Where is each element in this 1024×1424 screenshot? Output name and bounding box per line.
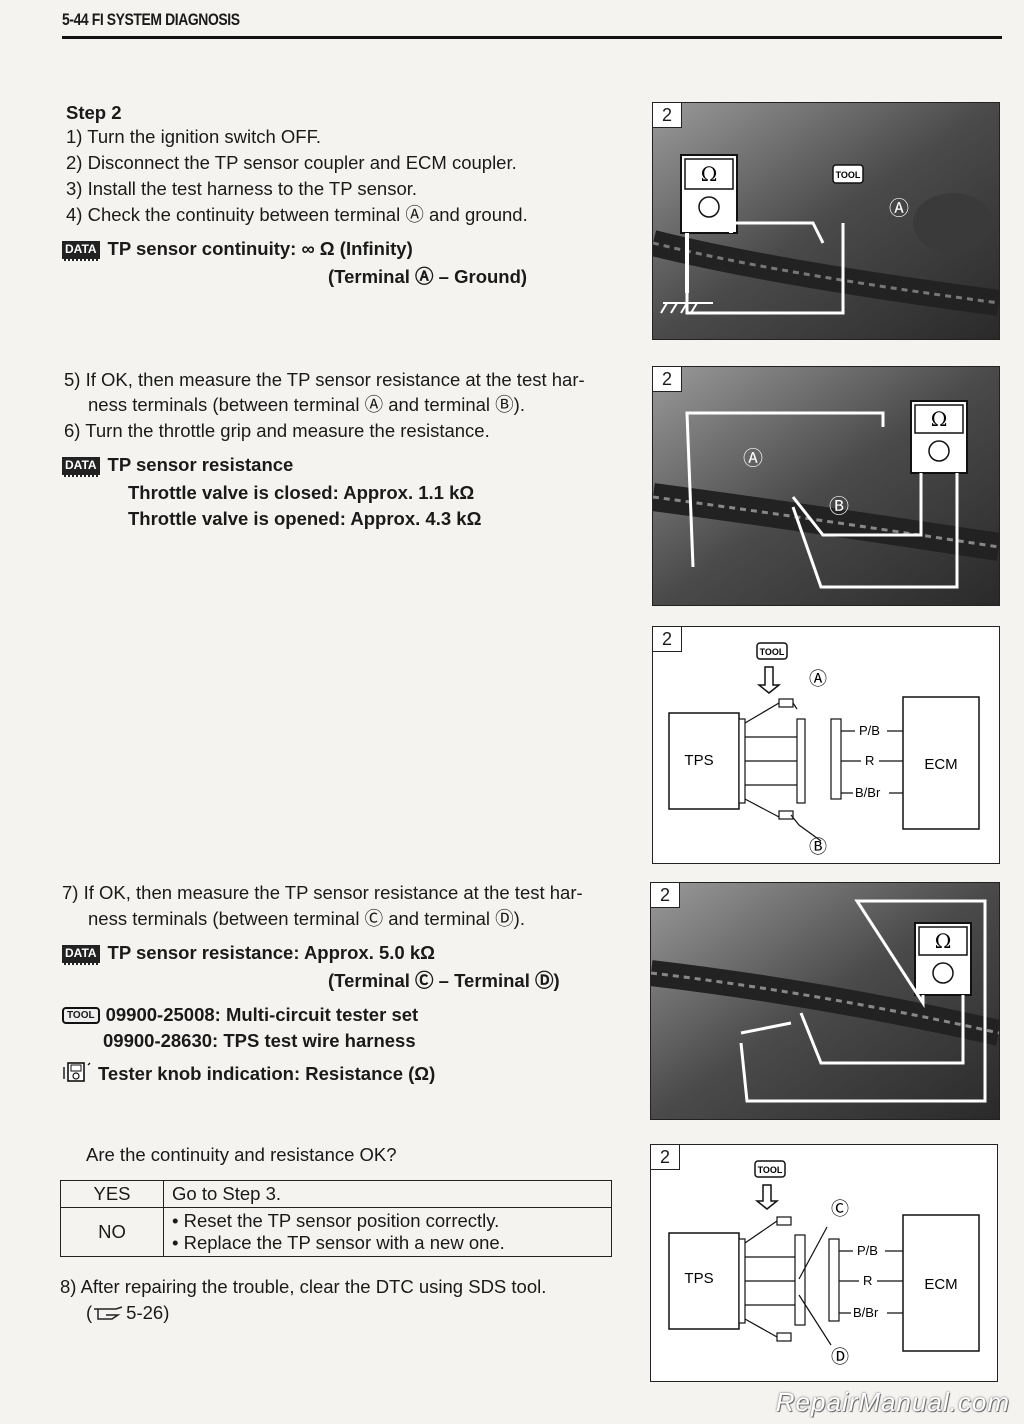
ohm-symbol: Ω: [931, 407, 948, 431]
terminal-b-label: Ⓑ: [809, 837, 827, 857]
figure-number: 2: [653, 627, 682, 652]
knob-line: Tester knob indication: Resistance (Ω): [62, 1061, 435, 1087]
step-item-2: 2) Disconnect the TP sensor coupler and …: [66, 152, 517, 173]
reference-hand-icon: [94, 1306, 123, 1320]
data-badge: DATA: [62, 241, 100, 261]
tool2: 09900-28630: TPS test wire harness: [103, 1030, 416, 1051]
page-title: 5-44 FI SYSTEM DIAGNOSIS: [62, 10, 240, 29]
continuity-spec-line: DATA TP sensor continuity: ∞ Ω (Infinity): [62, 236, 413, 262]
photo-2-illustration: Ω Ⓐ Ⓑ: [653, 367, 999, 605]
photo-3-illustration: Ω: [651, 883, 999, 1119]
data-badge: DATA: [62, 945, 100, 965]
figure-photo-1: 2 Ω TOOL Ⓐ: [652, 102, 1000, 340]
yes-value: Go to Step 3.: [163, 1180, 612, 1208]
wire-bbr: B/Br: [853, 1305, 879, 1320]
step-title: Step 2: [66, 102, 122, 123]
photo-1-illustration: Ω TOOL Ⓐ: [653, 103, 999, 339]
tool-icon: TOOL: [62, 1007, 100, 1024]
wire-r: R: [865, 753, 874, 768]
tool1: 09900-25008: Multi-circuit tester set: [105, 1004, 419, 1025]
figure-photo-3: 2 Ω: [650, 882, 1000, 1120]
step-item-8: 8) After repairing the trouble, clear th…: [60, 1276, 547, 1297]
terminal-d-label: Ⓓ: [831, 1347, 849, 1367]
tool1-line: TOOL 09900-25008: Multi-circuit tester se…: [62, 1002, 418, 1028]
step-item-5: 5) If OK, then measure the TP sensor res…: [64, 369, 585, 390]
page-header: 5-44 FI SYSTEM DIAGNOSIS: [62, 8, 1002, 40]
wire-bbr: B/Br: [855, 785, 881, 800]
watermark: RepairManual.com: [775, 1387, 1010, 1417]
tps-label: TPS: [684, 752, 713, 769]
figure-photo-2: 2 Ω Ⓐ Ⓑ: [652, 366, 1000, 606]
resistance-title-line: DATA TP sensor resistance: [62, 452, 293, 478]
terminal-a-label: Ⓐ: [889, 197, 909, 220]
step-item-5-cont: ness terminals (between terminal Ⓐ and t…: [88, 394, 525, 415]
terminal-b-label: Ⓑ: [829, 495, 849, 518]
question: Are the continuity and resistance OK?: [86, 1144, 397, 1165]
ecm-label: ECM: [924, 756, 957, 773]
resistance-opened: Throttle valve is opened: Approx. 4.3 kΩ: [128, 508, 482, 529]
result-table: YES Go to Step 3. NO • Reset the TP sens…: [60, 1180, 612, 1257]
wire-pb: P/B: [859, 723, 880, 738]
resistance2-terms: (Terminal Ⓒ – Terminal Ⓓ): [328, 970, 560, 991]
figure-number: 2: [651, 1145, 680, 1170]
ohm-symbol: Ω: [701, 162, 718, 186]
figure-number: 2: [651, 883, 680, 908]
wire-r: R: [863, 1273, 872, 1288]
continuity-spec: TP sensor continuity: ∞ Ω (Infinity): [107, 238, 413, 259]
resistance2-line: DATA TP sensor resistance: Approx. 5.0 kΩ: [62, 940, 435, 966]
no-value-2: • Replace the TP sensor with a new one.: [172, 1232, 505, 1253]
step-item-8-ref-line: (5-26): [86, 1302, 170, 1323]
figure-diagram-2: 2 TOOL Ⓒ TPS Ⓓ P/B R B/Br ECM: [650, 1144, 998, 1382]
tool-label: TOOL: [760, 647, 785, 657]
ecm-label: ECM: [924, 1276, 957, 1293]
no-value-1: • Reset the TP sensor position correctly…: [172, 1210, 500, 1231]
terminal-a-label: Ⓐ: [809, 669, 827, 689]
knob-text: Tester knob indication: Resistance (Ω): [98, 1063, 436, 1084]
resistance2-spec: TP sensor resistance: Approx. 5.0 kΩ: [107, 942, 435, 963]
step-item-1: 1) Turn the ignition switch OFF.: [66, 126, 321, 147]
wiring-diagram-ab: TOOL Ⓐ TPS Ⓑ P/B R B/Br ECM: [668, 642, 980, 857]
step-item-3: 3) Install the test harness to the TP se…: [66, 178, 418, 199]
data-badge: DATA: [62, 457, 100, 477]
table-row: NO • Reset the TP sensor position correc…: [60, 1207, 612, 1257]
no-key: NO: [60, 1207, 164, 1257]
tool-label: TOOL: [758, 1165, 783, 1175]
wire-pb: P/B: [857, 1243, 878, 1258]
figure-number: 2: [653, 103, 682, 128]
yes-key: YES: [60, 1180, 164, 1208]
tester-knob-icon: [63, 1062, 91, 1082]
figure-diagram-1: 2 TOOL Ⓐ TPS Ⓑ P/B R B/Br ECM: [652, 626, 1000, 864]
resistance-closed: Throttle valve is closed: Approx. 1.1 kΩ: [128, 482, 475, 503]
tool-label: TOOL: [836, 170, 861, 180]
terminal-c-label: Ⓒ: [831, 1199, 849, 1219]
step-item-6: 6) Turn the throttle grip and measure th…: [64, 420, 490, 441]
wiring-diagram-cd: TOOL Ⓒ TPS Ⓓ P/B R B/Br ECM: [668, 1160, 980, 1367]
resistance-title: TP sensor resistance: [107, 454, 294, 475]
terminal-a-label: Ⓐ: [743, 447, 763, 470]
no-value: • Reset the TP sensor position correctly…: [163, 1207, 612, 1257]
step-item-8-ref: 5-26): [126, 1302, 170, 1323]
ohm-symbol: Ω: [935, 929, 952, 953]
figure-number: 2: [653, 367, 682, 392]
step-item-7-cont: ness terminals (between terminal Ⓒ and t…: [88, 908, 525, 929]
continuity-terms: (Terminal Ⓐ – Ground): [328, 266, 528, 287]
step-item-4: 4) Check the continuity between terminal…: [66, 204, 528, 225]
table-row: YES Go to Step 3.: [60, 1180, 612, 1208]
step-item-7: 7) If OK, then measure the TP sensor res…: [62, 882, 583, 903]
tps-label: TPS: [684, 1270, 713, 1287]
header-rule: [62, 36, 1002, 39]
